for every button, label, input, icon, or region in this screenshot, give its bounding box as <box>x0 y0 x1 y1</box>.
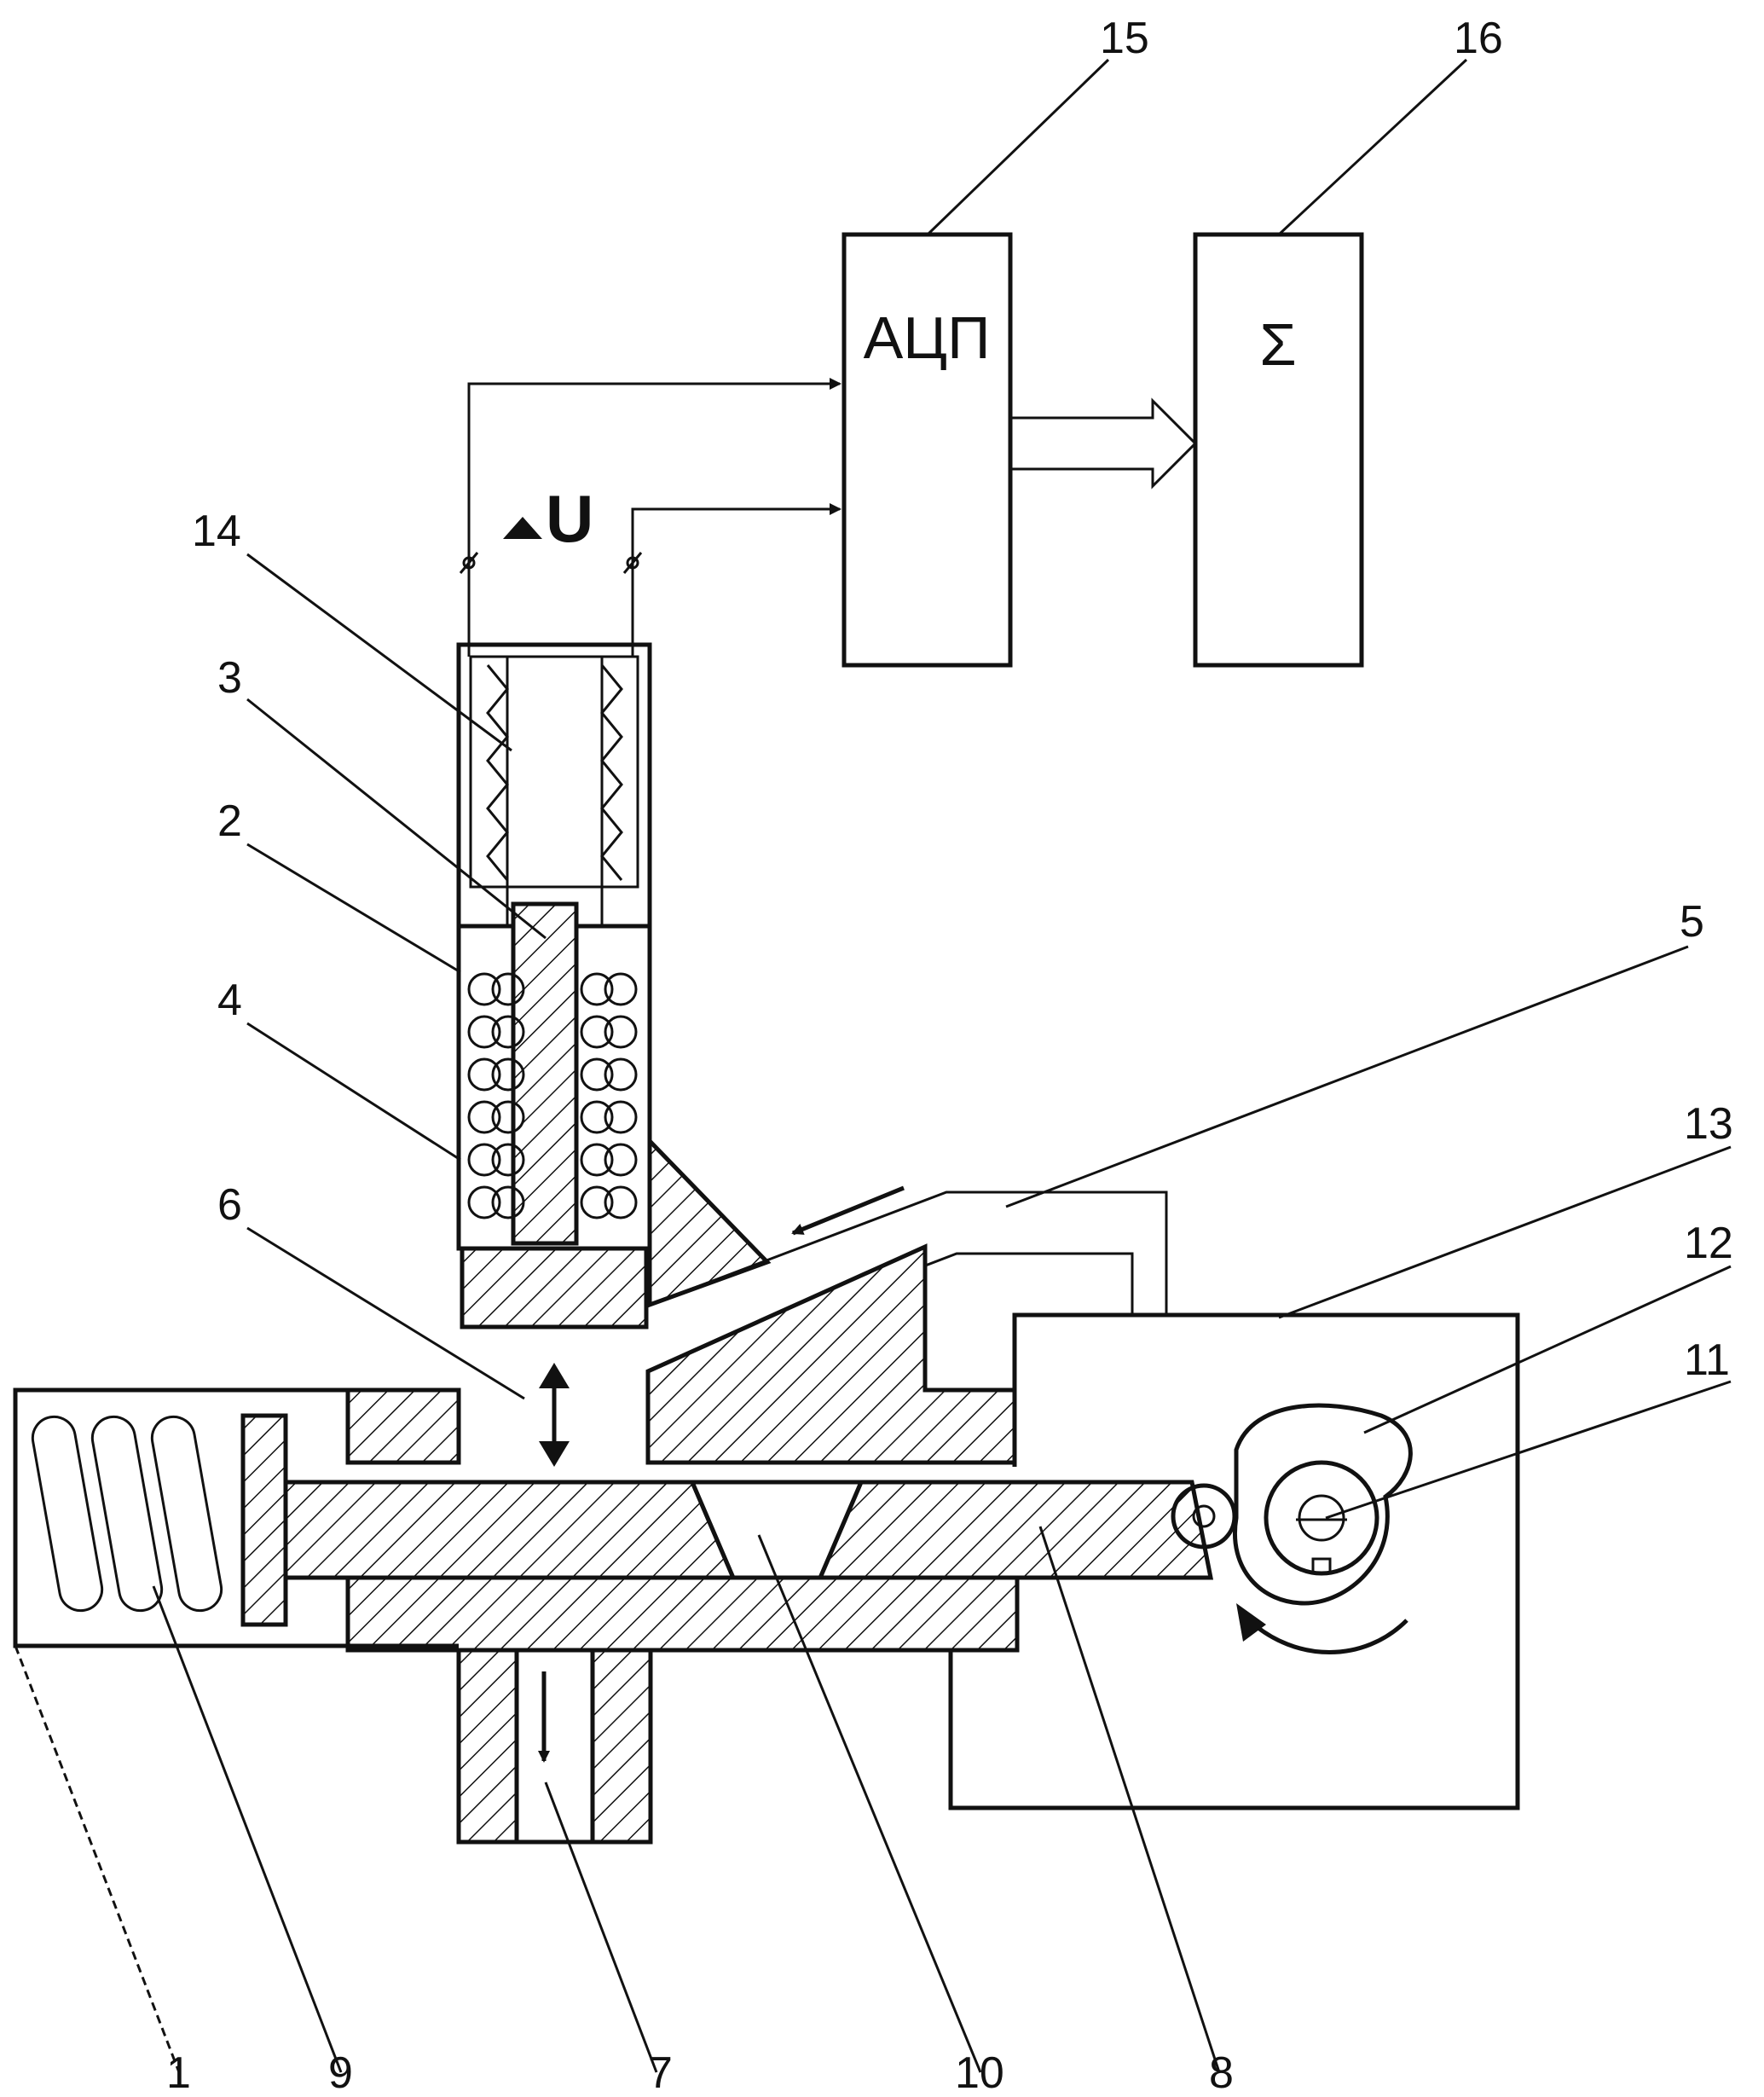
signal-wires <box>460 384 840 657</box>
coil-housing <box>459 904 650 1327</box>
delta-triangle-icon <box>503 517 542 539</box>
sum-block-text: Σ <box>1259 311 1296 378</box>
chamber-arrow <box>539 1363 570 1467</box>
label-1: 1 <box>166 2048 191 2097</box>
label-13: 13 <box>1684 1099 1733 1149</box>
label-2: 2 <box>217 797 242 846</box>
label-7: 7 <box>648 2048 673 2097</box>
label-15: 15 <box>1100 14 1149 63</box>
slide-valve <box>286 1482 1211 1578</box>
label-14: 14 <box>192 507 241 556</box>
label-12: 12 <box>1684 1219 1733 1268</box>
label-3: 3 <box>217 653 242 703</box>
label-5: 5 <box>1680 897 1704 947</box>
label-4: 4 <box>217 976 242 1025</box>
label-16: 16 <box>1454 14 1503 63</box>
sum-block: Σ <box>1195 235 1362 665</box>
label-9: 9 <box>328 2048 353 2097</box>
adc-block: АЦП <box>844 235 1010 665</box>
label-10: 10 <box>955 2048 1004 2097</box>
adc-to-sum-arrow <box>1010 401 1195 486</box>
adc-block-text: АЦП <box>864 304 991 371</box>
rotation-arrow-icon <box>1236 1603 1266 1642</box>
signal-label: U <box>546 481 593 556</box>
label-8: 8 <box>1209 2048 1234 2097</box>
label-11: 11 <box>1684 1335 1730 1385</box>
label-6: 6 <box>217 1180 242 1230</box>
sensor-housing <box>459 645 650 926</box>
